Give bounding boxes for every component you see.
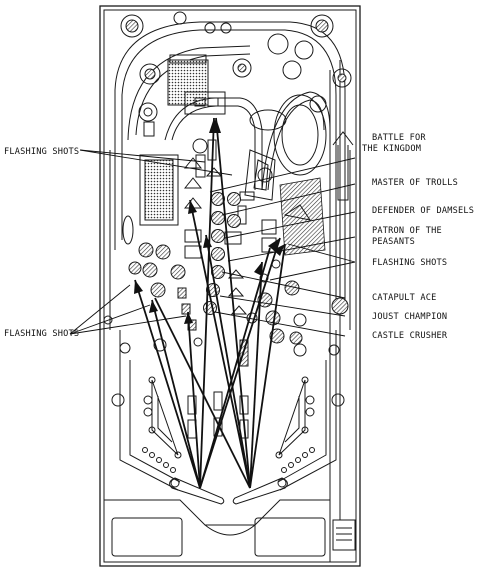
label-battle-kingdom-line2: THE KINGDOM (362, 144, 422, 154)
label-master-of-trolls: MASTER OF TROLLS (372, 178, 458, 188)
center-ramp-right (261, 91, 331, 191)
right-ramp-arrow (332, 131, 354, 201)
label-patron-line1: PATRON OF THE (372, 226, 442, 236)
left-insert-arc (128, 242, 186, 298)
left-flipper (169, 477, 225, 505)
playfield-inner-border (103, 9, 357, 563)
right-slingshot (278, 379, 306, 456)
label-catapult-ace: CATAPULT ACE (372, 293, 437, 303)
plunger (332, 519, 356, 551)
top-left-bumper (120, 14, 144, 38)
left-target-bank (139, 154, 179, 226)
label-defender-of-damsels: DEFENDER OF DAMSELS (372, 206, 475, 216)
center-insert-lights (203, 192, 241, 315)
label-battle-kingdom-line1: BATTLE FOR (372, 133, 426, 143)
left-kicker (122, 215, 134, 245)
label-castle-crusher: CASTLE CRUSHER (372, 331, 448, 341)
right-flipper (232, 477, 288, 505)
center-ramp-left (164, 97, 263, 190)
playfield-border (99, 5, 361, 567)
callout-lines (69, 149, 356, 337)
left-inlane (119, 330, 179, 491)
shot-arrowheads (134, 118, 285, 324)
shot-arrows (134, 117, 286, 489)
label-patron-line2: PEASANTS (372, 237, 415, 247)
right-insert-arc (257, 280, 303, 345)
label-flashing-shots-right: FLASHING SHOTS (372, 258, 448, 268)
label-flashing-shots-top: FLASHING SHOTS (4, 147, 80, 157)
apron (103, 499, 331, 563)
right-inlane (279, 330, 337, 491)
label-flashing-shots-left: FLASHING SHOTS (4, 329, 80, 339)
left-slingshot (151, 379, 179, 456)
label-joust-champion: JOUST CHAMPION (372, 312, 448, 322)
top-right-bumper (310, 14, 334, 38)
top-orbit (114, 21, 346, 300)
